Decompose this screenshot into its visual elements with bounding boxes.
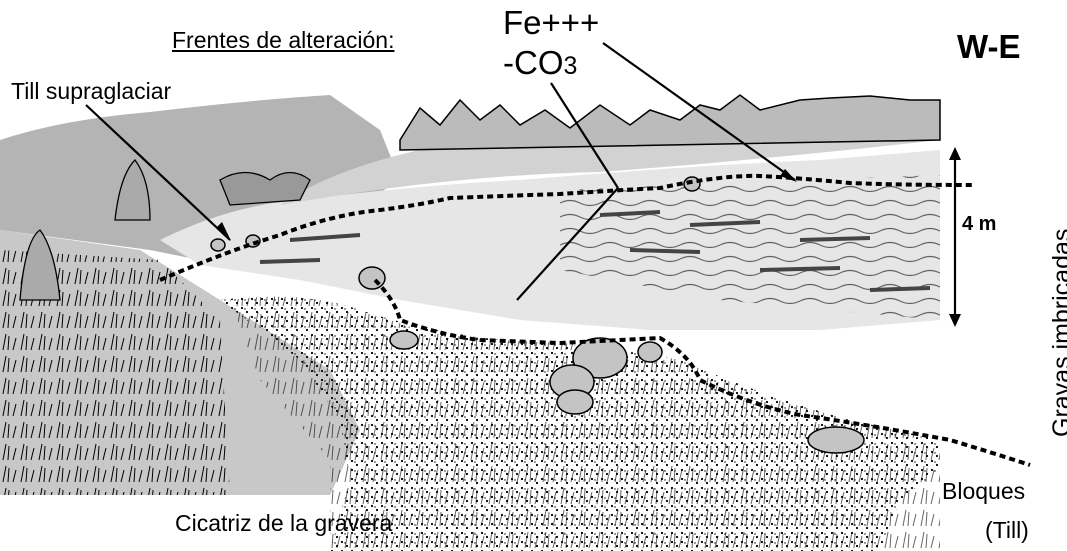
shrubs [19,159,311,301]
blocks-label: Bloques [942,478,1026,504]
till-label: (Till) [985,517,1029,543]
co3-subscript: 3 [563,52,578,80]
co3-label: -CO3 [503,43,577,86]
till-grass [230,296,940,551]
direction-label: W-E [957,28,1021,65]
grass-left [0,250,230,495]
weathering-front-lower [373,278,1031,467]
fe-label: Fe+++ [503,4,600,41]
co3-prefix: -CO [503,44,564,81]
scale-bar [949,147,961,327]
quarry-scar-label: Cicatriz de la gravera [175,510,393,536]
boulders [210,176,865,454]
arrowhead-fe [780,169,797,182]
till-supraglacial-label: Till supraglaciar [11,78,172,104]
leader-lines [85,42,796,301]
weathering-front-upper [159,173,976,282]
height-label: 4 m [962,213,997,235]
rock-ridge [399,94,941,151]
gravels-label: Gravas imbricadas [1048,228,1067,437]
dark-beds [259,210,931,292]
weathering-fronts-label: Frentes de alteración: [172,27,395,53]
arrowhead-till [216,222,231,241]
